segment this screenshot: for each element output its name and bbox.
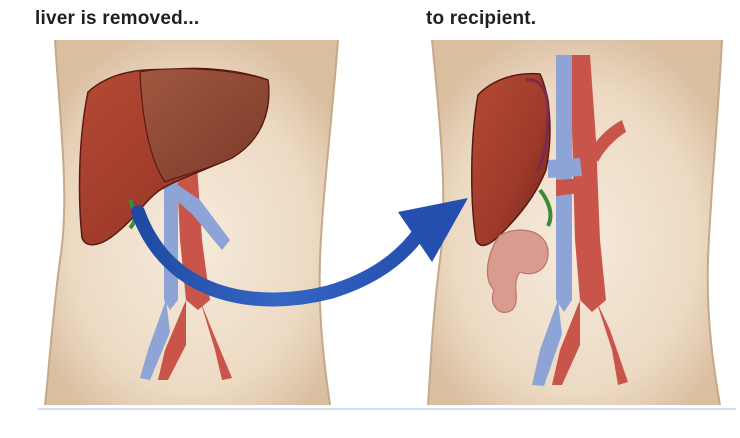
divider-line <box>38 408 736 410</box>
recipient-hepatic-vein <box>548 158 582 178</box>
donor-caption: liver is removed... <box>35 8 199 30</box>
recipient-caption: to recipient. <box>426 8 536 30</box>
